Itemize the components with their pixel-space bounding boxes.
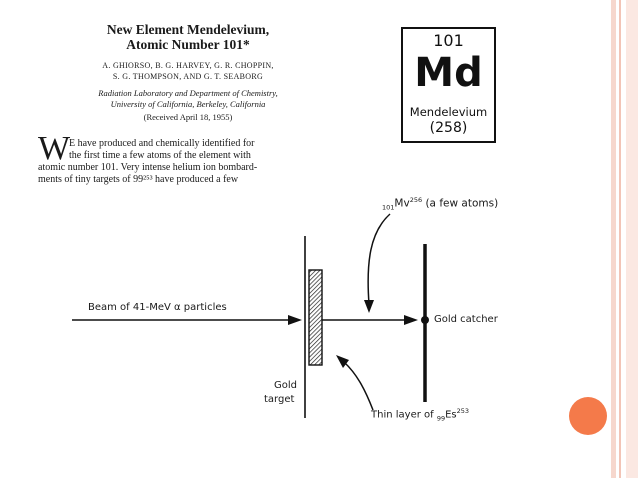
beam-arrowhead (288, 315, 302, 325)
paper-affiliation-line: University of California, Berkeley, Cali… (110, 99, 266, 109)
paper-excerpt: New Element Mendelevium, Atomic Number 1… (38, 18, 338, 190)
layer-label: Thin layer of 99Es253 (371, 407, 470, 423)
catcher-label: Gold catcher (434, 314, 498, 325)
layer-pointer-head (336, 355, 349, 368)
target-label-line: Gold (274, 380, 297, 391)
beam-label: Beam of 41-MeV α particles (88, 302, 227, 313)
target-label-line: target (264, 394, 295, 405)
product-label: 101Mv256 (a few atoms) (382, 196, 499, 212)
decorative-rail (626, 0, 638, 478)
element-mass: (258) (429, 120, 468, 136)
paper-authors-line: S. G. THOMPSON, AND G. T. SEABORG (112, 72, 264, 81)
recoil-arrowhead (404, 315, 418, 325)
accent-dot (569, 397, 607, 435)
layer-pointer (343, 361, 374, 411)
paper-body-line: the first time a few atoms of the elemen… (69, 150, 251, 161)
decorative-rail (619, 0, 621, 478)
product-pointer (367, 213, 391, 305)
paper-dropcap: W (38, 130, 71, 167)
product-pointer-head (364, 300, 374, 313)
element-tile: 101 Md Mendelevium (258) (401, 27, 496, 143)
paper-body-line: E have produced and chemically identifie… (69, 138, 255, 149)
catcher-spot (421, 316, 429, 324)
paper-body-line: ments of tiny targets of 99²⁵³ have prod… (38, 174, 239, 185)
paper-authors-line: A. GHIORSO, B. G. HARVEY, G. R. CHOPPIN, (102, 61, 274, 70)
paper-affiliation-line: Radiation Laboratory and Department of C… (98, 88, 278, 98)
paper-title-line: New Element Mendelevium, (106, 22, 270, 37)
atomic-number: 101 (433, 31, 464, 50)
gold-target-hatched (308, 269, 323, 366)
paper-received-date: (Received April 18, 1955) (143, 112, 233, 122)
element-symbol: Md (414, 50, 483, 96)
paper-body-line: atomic number 101. Very intense helium i… (38, 162, 258, 173)
paper-title-line: Atomic Number 101* (126, 37, 250, 52)
decorative-rail (611, 0, 616, 478)
element-name: Mendelevium (409, 105, 488, 119)
